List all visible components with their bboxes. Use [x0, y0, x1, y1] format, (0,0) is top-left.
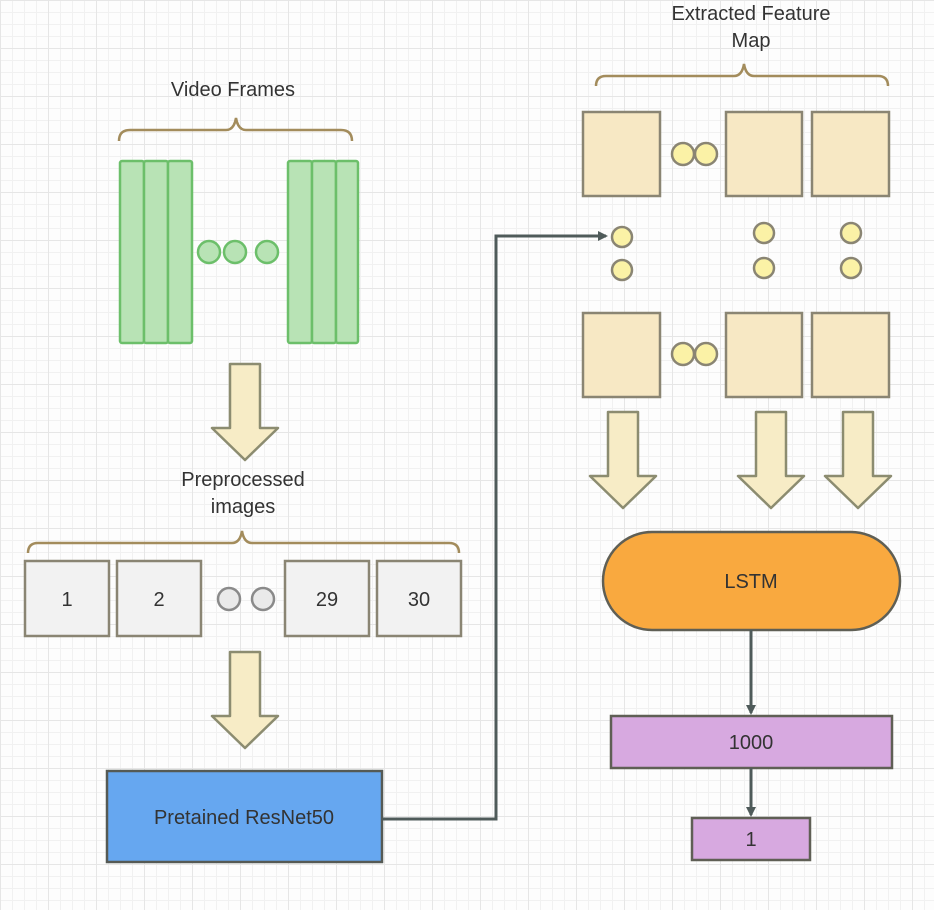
image-box-29: 29	[283, 559, 371, 638]
svg-text:30: 30	[408, 589, 430, 611]
connector-resnet-to-features	[382, 231, 608, 821]
video-frames-left-stack	[118, 159, 194, 345]
image-box-2: 2	[115, 559, 203, 638]
image-ellipsis	[216, 586, 276, 612]
ellipsis-dot	[216, 586, 242, 612]
output-block: 1	[690, 816, 812, 862]
image-box-30: 30	[375, 559, 463, 638]
video-frame	[142, 159, 170, 345]
svg-text:1000: 1000	[729, 732, 774, 754]
dense-1000-block: 1000	[609, 714, 894, 770]
preprocessed-label-line2: images	[211, 496, 275, 518]
feature-map-label-line1: Extracted Feature	[672, 3, 831, 25]
image-box-1: 1	[23, 559, 111, 638]
feature-map-label-line2: Map	[732, 30, 771, 52]
ellipsis-dot	[610, 258, 634, 282]
down-arrow-to-lstm-2	[736, 410, 806, 510]
svg-text:LSTM: LSTM	[724, 571, 777, 593]
feature-row-top	[581, 110, 891, 198]
preprocessed-brace	[26, 530, 461, 554]
video-frame	[310, 159, 338, 345]
svg-text:2: 2	[153, 589, 164, 611]
feature-box	[724, 311, 804, 399]
feature-vertical-ellipsis	[610, 221, 863, 282]
feature-row-bottom-ellipsis	[670, 341, 719, 367]
video-frames-label: Video Frames	[171, 79, 295, 101]
feature-row-bottom	[581, 311, 891, 399]
down-arrow-to-resnet	[210, 650, 280, 750]
feature-box	[810, 311, 891, 399]
ellipsis-dot	[839, 221, 863, 245]
video-frame	[166, 159, 194, 345]
ellipsis-dot	[752, 256, 776, 280]
ellipsis-dot	[752, 221, 776, 245]
lstm-block: LSTM	[601, 530, 902, 632]
svg-text:29: 29	[316, 589, 338, 611]
ellipsis-dot	[693, 141, 719, 167]
feature-row-top-ellipsis	[670, 141, 719, 167]
down-arrow-to-lstm-3	[823, 410, 893, 510]
ellipsis-dot	[250, 586, 276, 612]
feature-box	[581, 110, 662, 198]
video-frames-ellipsis	[196, 239, 280, 265]
video-frames-right-stack	[286, 159, 360, 345]
ellipsis-dot	[222, 239, 248, 265]
down-arrow-to-lstm-1	[588, 410, 658, 510]
resnet-block: Pretained ResNet50	[105, 769, 384, 864]
ellipsis-dot	[670, 141, 696, 167]
ellipsis-dot	[839, 256, 863, 280]
feature-box	[724, 110, 804, 198]
feature-map-brace	[594, 63, 890, 87]
ellipsis-dot	[693, 341, 719, 367]
feature-box	[810, 110, 891, 198]
ellipsis-dot	[610, 225, 634, 249]
down-arrow-to-preprocessed	[210, 362, 280, 462]
video-frame	[118, 159, 146, 345]
ellipsis-dot	[670, 341, 696, 367]
svg-text:1: 1	[61, 589, 72, 611]
svg-text:1: 1	[745, 829, 756, 851]
ellipsis-dot	[196, 239, 222, 265]
preprocessed-label-line1: Preprocessed	[181, 469, 304, 491]
feature-box	[581, 311, 662, 399]
svg-text:Pretained ResNet50: Pretained ResNet50	[154, 807, 334, 829]
video-frame	[286, 159, 314, 345]
ellipsis-dot	[254, 239, 280, 265]
video-frame	[334, 159, 360, 345]
video-frames-brace	[117, 117, 354, 142]
